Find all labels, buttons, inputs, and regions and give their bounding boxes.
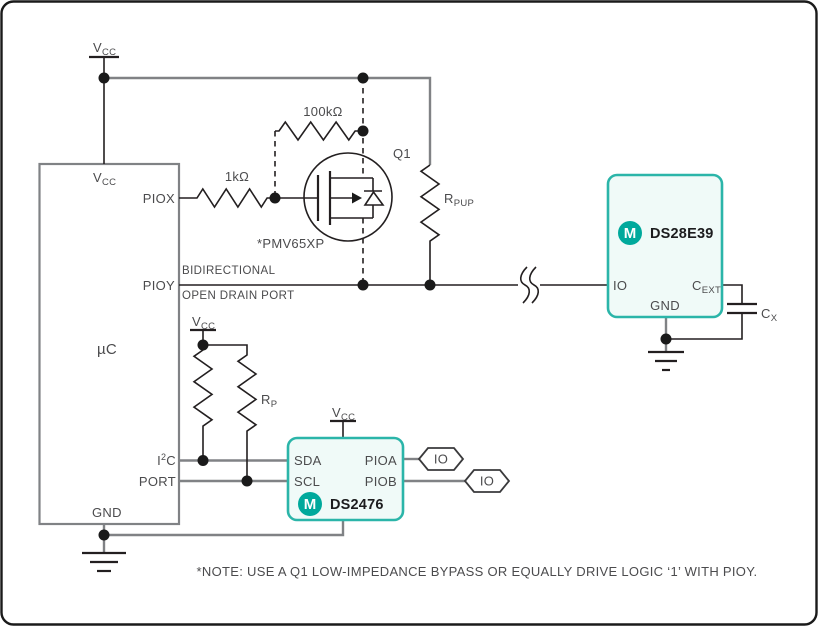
io-flag-b-label: IO [480, 474, 494, 489]
io-flag-b [463, 469, 511, 493]
q1-body-arrow [352, 192, 362, 204]
ds2476-chip: M DS2476 SDA SCL PIOA PIOB [286, 436, 405, 522]
piox-series-resistor [179, 187, 318, 209]
rp-resistor-label: RP [261, 392, 277, 410]
io-flag-a [417, 447, 465, 471]
mcu-pin-vcc: VCC [93, 170, 116, 188]
ds28e39-pin-gnd: GND [650, 298, 680, 313]
ds28e39-pin-io: IO [613, 278, 627, 293]
break-mark-1 [519, 266, 531, 304]
maxim-logo-icon [298, 492, 322, 516]
gray-wires [102, 76, 668, 553]
rp-resistor-scl [203, 344, 258, 481]
black-wires [82, 55, 757, 573]
ds2476-name: DS2476 [330, 497, 384, 513]
q1-part-label: *PMV65XP [257, 236, 324, 251]
mcu-pin-i2c: I2C [157, 452, 176, 468]
io-flag-a-label: IO [434, 452, 448, 467]
gate-pullup-resistor [275, 120, 363, 142]
gnd-return-wire [104, 520, 345, 537]
maxim-logo-letter: M [304, 496, 317, 513]
io-flags: IO IO [417, 447, 511, 493]
mcu-pin-piox: PIOX [143, 191, 175, 206]
ds28e39-box [606, 173, 724, 319]
labels: VCC VCC PIOX PIOY I2C PORT GND µC BIDIRE… [92, 40, 778, 579]
mcu-label: µC [97, 341, 117, 358]
junction-dots [98, 72, 672, 541]
cap-return-wire [666, 313, 743, 340]
maxim-logo-letter: M [624, 225, 637, 242]
series-resistor-label: 1kΩ [225, 169, 249, 184]
mcu-ground-symbol [82, 551, 126, 573]
vcc-label-rp: VCC [192, 314, 215, 332]
cext-wire [722, 284, 743, 304]
break-mark-2 [528, 266, 540, 304]
mcu-box [38, 162, 181, 526]
footnote: *NOTE: USE A Q1 LOW-IMPEDANCE BYPASS OR … [197, 564, 758, 579]
maxim-logo-icon [618, 221, 642, 245]
ds2476-pin-scl: SCL [294, 474, 320, 489]
ds28e39-pin-cext: CEXT [692, 278, 721, 296]
ds2476-pin-sda: SDA [294, 453, 322, 468]
body-diode-triangle [363, 190, 385, 206]
mcu-pin-gnd: GND [92, 505, 122, 520]
ds2476-pin-piob: PIOB [365, 474, 397, 489]
vcc-label-ds2476: VCC [332, 405, 355, 423]
ds2476-pin-pioa: PIOA [365, 453, 397, 468]
vcc-label-top: VCC [93, 40, 116, 58]
pullup-resistor-label: RPUP [444, 191, 474, 209]
q1-mosfet-symbol [303, 152, 393, 242]
gate-resistor-label: 100kΩ [303, 104, 342, 119]
ds28e39-name: DS28E39 [650, 226, 713, 242]
pioy-note-line2: OPEN DRAIN PORT [182, 290, 295, 302]
mcu-pin-port: PORT [139, 474, 176, 489]
cx-cap-label: CX [761, 306, 778, 324]
pioy-note-line1: BIDIRECTIONAL [182, 265, 276, 277]
ds28e39-chip: M DS28E39 IO CEXT GND [606, 173, 724, 319]
vcc-rail [104, 76, 432, 165]
ds28e39-ground-symbol [648, 350, 684, 372]
rp-resistor-sda [192, 330, 214, 460]
pullup-resistor [419, 164, 441, 285]
mcu-pin-pioy: PIOY [143, 278, 175, 293]
q1-ref-label: Q1 [393, 146, 411, 161]
